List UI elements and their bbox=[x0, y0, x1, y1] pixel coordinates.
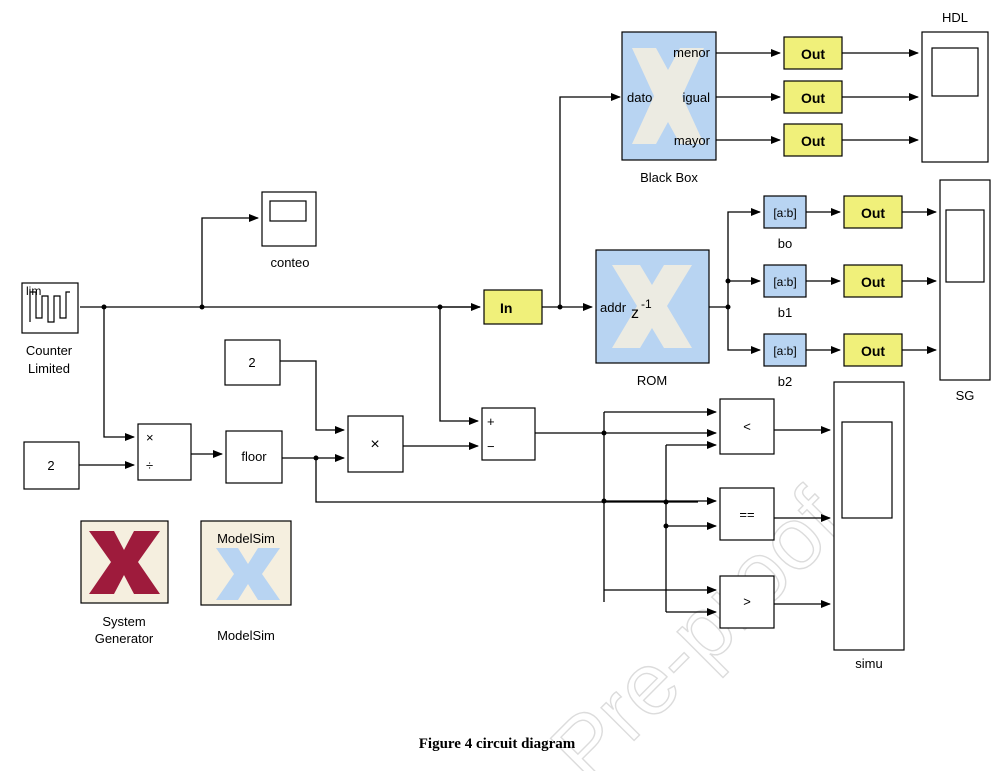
modelsim-label: ModelSim bbox=[217, 628, 275, 643]
gateway-out-block[interactable]: Out bbox=[783, 123, 843, 157]
scope-screen-icon bbox=[841, 421, 893, 519]
relational-lt-symbol: < bbox=[743, 419, 751, 434]
constant-2-left-value: 2 bbox=[47, 458, 54, 473]
subtract-plus-symbol: + bbox=[487, 414, 495, 429]
xilinx-logo-icon bbox=[216, 548, 280, 600]
gateway-out-label: Out bbox=[801, 46, 825, 62]
relational-eq-block[interactable]: == bbox=[719, 487, 775, 541]
slice-label: b1 bbox=[778, 305, 792, 320]
relational-gt-symbol: > bbox=[743, 594, 751, 609]
rom-exponent-label: -1 bbox=[641, 297, 652, 311]
hdl-label: HDL bbox=[942, 10, 968, 25]
counter-label-line2: Limited bbox=[28, 361, 70, 376]
system-generator-block[interactable]: System Generator bbox=[80, 520, 169, 646]
rom-label: ROM bbox=[637, 373, 667, 388]
gateway-in-block[interactable]: In bbox=[483, 289, 543, 325]
scope-screen-icon bbox=[945, 209, 985, 283]
counter-limited-block[interactable]: lim Counter Limited bbox=[21, 282, 79, 376]
figure-caption: Figure 4 circuit diagram bbox=[419, 736, 576, 752]
conteo-label: conteo bbox=[270, 255, 309, 270]
black-box-port-mayor: mayor bbox=[674, 133, 711, 148]
constant-2-top-block[interactable]: 2 bbox=[224, 339, 281, 386]
divide-div-symbol: ÷ bbox=[146, 458, 153, 473]
gateway-out-label: Out bbox=[861, 205, 885, 221]
counter-waveform-icon bbox=[29, 291, 70, 323]
gateway-out-label: Out bbox=[861, 343, 885, 359]
sg-scope-block[interactable]: SG bbox=[939, 179, 991, 403]
multiply-symbol: × bbox=[370, 436, 379, 453]
black-box-port-igual: igual bbox=[683, 90, 711, 105]
gateway-out-block[interactable]: Out bbox=[783, 80, 843, 114]
rom-z-label: z bbox=[631, 305, 639, 322]
divide-block[interactable]: × ÷ bbox=[137, 423, 192, 481]
gateway-in-label: In bbox=[500, 300, 512, 316]
slice-label: b2 bbox=[778, 374, 792, 389]
gateway-out-block[interactable]: Out bbox=[843, 195, 903, 229]
gateway-out-block[interactable]: Out bbox=[843, 264, 903, 298]
modelsim-block[interactable]: ModelSim ModelSim bbox=[200, 520, 292, 643]
constant-2-top-value: 2 bbox=[248, 355, 255, 370]
rom-port-label: addr bbox=[600, 300, 627, 315]
xilinx-logo-icon bbox=[89, 531, 160, 594]
sg-label: SG bbox=[956, 388, 975, 403]
hdl-scope-block[interactable]: HDL bbox=[921, 10, 989, 163]
subtract-minus-symbol: − bbox=[487, 439, 495, 454]
subtract-block[interactable]: + − bbox=[481, 407, 536, 461]
relational-lt-block[interactable]: < bbox=[719, 398, 775, 455]
wires bbox=[79, 49, 937, 616]
black-box-port-dato: dato bbox=[627, 90, 652, 105]
constant-2-left-block[interactable]: 2 bbox=[23, 441, 80, 490]
relational-eq-symbol: == bbox=[739, 507, 754, 522]
sysgen-label-line2: Generator bbox=[95, 631, 154, 646]
black-box-label: Black Box bbox=[640, 170, 698, 185]
modelsim-top-label: ModelSim bbox=[217, 531, 275, 546]
slice-block[interactable]: [a:b] b1 bbox=[763, 264, 807, 320]
sysgen-label-line1: System bbox=[102, 614, 145, 629]
gateway-out-label: Out bbox=[801, 133, 825, 149]
gateway-out-label: Out bbox=[861, 274, 885, 290]
black-box-block[interactable]: menor dato igual mayor Black Box bbox=[621, 31, 717, 185]
slice-block[interactable]: [a:b] b2 bbox=[763, 333, 807, 389]
simu-scope-block[interactable]: simu bbox=[833, 381, 905, 671]
divide-mul-symbol: × bbox=[146, 430, 154, 445]
multiply-block[interactable]: × bbox=[347, 415, 404, 473]
gateway-out-block[interactable]: Out bbox=[843, 333, 903, 367]
slice-text: [a:b] bbox=[773, 275, 796, 289]
xilinx-logo-icon bbox=[612, 265, 692, 348]
xilinx-logo-icon bbox=[632, 48, 704, 144]
scope-screen-icon bbox=[269, 200, 307, 222]
counter-icon-text: lim bbox=[26, 284, 41, 298]
junction-dots bbox=[101, 278, 731, 529]
simu-label: simu bbox=[855, 656, 882, 671]
slice-text: [a:b] bbox=[773, 344, 796, 358]
slice-block[interactable]: [a:b] bo bbox=[763, 195, 807, 251]
slice-label: bo bbox=[778, 236, 792, 251]
relational-gt-block[interactable]: > bbox=[719, 575, 775, 629]
floor-block[interactable]: floor bbox=[225, 430, 283, 484]
gateway-out-block[interactable]: Out bbox=[783, 36, 843, 70]
rom-block[interactable]: addr z -1 ROM bbox=[595, 249, 710, 388]
watermark: Pre-proof bbox=[532, 470, 862, 771]
scope-screen-icon bbox=[931, 47, 979, 97]
gateway-out-label: Out bbox=[801, 90, 825, 106]
slice-text: [a:b] bbox=[773, 206, 796, 220]
floor-label: floor bbox=[241, 449, 267, 464]
conteo-scope-block[interactable]: conteo bbox=[261, 191, 317, 270]
black-box-port-menor: menor bbox=[673, 45, 711, 60]
counter-label-line1: Counter bbox=[26, 343, 73, 358]
